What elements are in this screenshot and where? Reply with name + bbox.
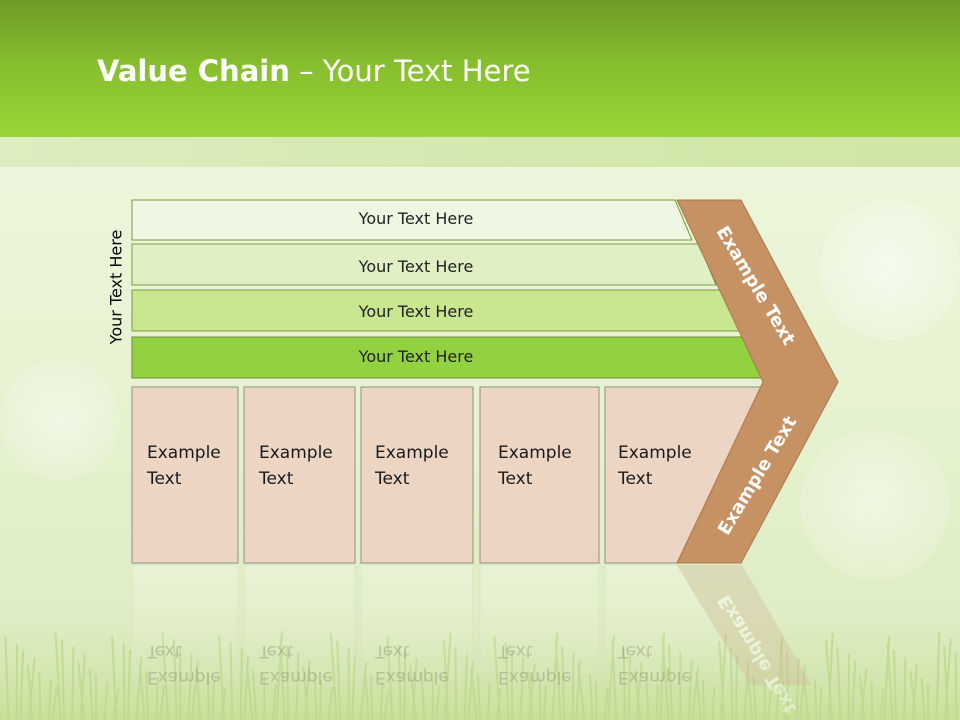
title-rest: – Your Text Here — [289, 54, 531, 88]
reflection-text: Text — [258, 641, 294, 661]
activity-box-line1: Example — [618, 443, 692, 463]
activity-box-line2: Text — [258, 469, 294, 489]
reflection-text: Example — [259, 667, 333, 687]
activity-box-line2: Text — [617, 469, 653, 489]
page-title: Value Chain – Your Text Here — [97, 54, 531, 94]
reflection-text: Example — [618, 667, 692, 687]
value-bar-label: Your Text Here — [358, 302, 474, 321]
value-bar-label: Your Text Here — [358, 209, 474, 228]
activity-box-line1: Example — [147, 443, 221, 463]
activity-box-line1: Example — [259, 443, 333, 463]
activity-box-line1: Example — [375, 443, 449, 463]
activity-box — [479, 386, 600, 564]
reflection-text: Example — [375, 667, 449, 687]
reflection-text: Text — [617, 641, 653, 661]
reflection-text: Example — [498, 667, 572, 687]
value-bar-label: Your Text Here — [358, 347, 474, 366]
reflection-text: Text — [374, 641, 410, 661]
diagram-reflection: Example Text Example Text Example Text E… — [131, 564, 812, 718]
value-bar-label: Your Text Here — [358, 257, 474, 276]
margin-chevron — [676, 199, 839, 564]
header-strip — [0, 137, 960, 167]
value-bar — [131, 199, 693, 241]
header-banner — [0, 0, 960, 137]
title-bold: Value Chain — [97, 54, 290, 88]
activity-box — [131, 386, 239, 564]
reflection-text: Text — [497, 641, 533, 661]
activity-box-line2: Text — [374, 469, 410, 489]
activity-box-line2: Text — [497, 469, 533, 489]
activity-box-line2: Text — [146, 469, 182, 489]
activity-box-line1: Example — [498, 443, 572, 463]
reflection-text: Example — [147, 667, 221, 687]
activity-box — [360, 386, 474, 564]
value-bar — [131, 243, 717, 286]
activity-box — [243, 386, 356, 564]
reflection-text: Text — [146, 641, 182, 661]
